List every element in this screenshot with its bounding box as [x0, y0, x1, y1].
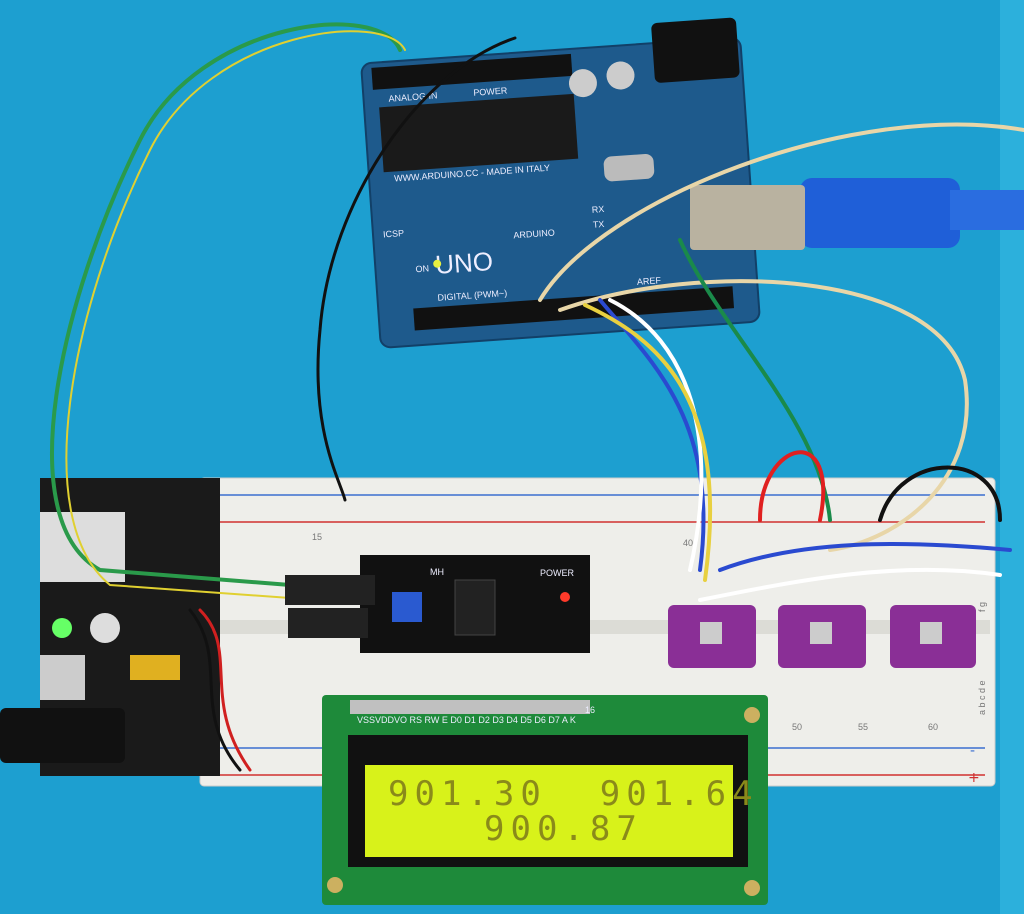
wire-black	[316, 36, 517, 502]
wire-red-twisted	[198, 608, 252, 772]
dupont-connectors	[288, 608, 368, 638]
jumper-pins	[130, 655, 180, 680]
wire-yellow	[65, 30, 406, 599]
lcd-pin-header	[350, 700, 590, 714]
on-led	[433, 259, 442, 268]
wire-blue	[718, 542, 1012, 572]
power-switch	[40, 655, 85, 700]
rail-minus: -	[970, 743, 975, 759]
contrast-potentiometer	[392, 592, 422, 622]
wire-tan	[538, 122, 1024, 302]
atmega-chip	[379, 93, 579, 173]
rx-label: RX	[591, 204, 604, 215]
on-label: ON	[415, 263, 429, 274]
column-number: 40	[683, 538, 693, 548]
column-number: 55	[858, 722, 868, 732]
capacitor	[90, 613, 120, 643]
lcd-pin-count: 16	[585, 705, 595, 715]
uno-label: UNO	[434, 246, 494, 280]
i2c-lcd-adapter: MH POWER	[360, 555, 590, 653]
crystal	[603, 153, 655, 182]
wire-green	[50, 22, 402, 587]
lcd-line-2: 900.87	[484, 809, 643, 849]
wire-black	[878, 465, 1002, 522]
pressure-sensor	[668, 605, 756, 668]
arduino-uno-board: UNO ARDUINO WWW.ARDUINO.CC - MADE IN ITA…	[360, 17, 761, 349]
pressure-sensor	[778, 605, 866, 668]
header-power-analog	[371, 53, 573, 90]
analog-label: ANALOG IN	[388, 90, 438, 103]
wire-red	[758, 450, 826, 522]
power-supply-module	[0, 478, 220, 776]
power-led	[560, 592, 570, 602]
lcd-pin-labels: VSSVDDVO RS RW E D0 D1 D2 D3 D4 D5 D6 D7…	[357, 715, 576, 725]
capacitor	[568, 69, 597, 98]
mat-ruler	[1000, 0, 1024, 914]
usb-cable	[690, 178, 1024, 250]
aref-label: AREF	[637, 275, 662, 287]
wire-black-twisted	[188, 608, 242, 772]
adapter-power-label: POWER	[540, 568, 575, 578]
wire-tan	[558, 279, 969, 552]
lcd-screen	[365, 765, 733, 857]
wire-white	[698, 567, 1002, 602]
lcd-16x2-module: VSSVDDVO RS RW E D0 D1 D2 D3 D4 D5 D6 D7…	[322, 695, 768, 905]
pcf8574-chip	[454, 579, 496, 636]
digital-label: DIGITAL (PWM~)	[437, 288, 507, 303]
wire-yellow	[583, 303, 713, 582]
pressure-sensor	[890, 605, 976, 668]
rail-plus: +	[968, 770, 980, 786]
capacitor	[606, 61, 635, 90]
icsp-label: ICSP	[383, 228, 405, 239]
power-label: POWER	[473, 85, 508, 97]
jumper-wires	[50, 22, 1024, 772]
barrel-jack	[0, 708, 125, 763]
usb-b-plug	[690, 185, 805, 250]
lcd-line-1: 901.30 901.64	[388, 774, 759, 814]
row-letters-top: f g	[977, 602, 987, 612]
column-number: 60	[928, 722, 938, 732]
dc-jack	[651, 17, 740, 83]
column-number: 50	[792, 722, 802, 732]
adapter-label: MH	[430, 567, 444, 577]
tx-label: TX	[593, 219, 605, 230]
power-led	[52, 618, 72, 638]
row-letters-bottom: a b c d e	[977, 680, 987, 715]
dupont-connectors	[285, 575, 375, 605]
header-digital	[413, 286, 735, 331]
arduino-brand: ARDUINO	[513, 227, 555, 240]
column-number: 15	[312, 532, 322, 542]
